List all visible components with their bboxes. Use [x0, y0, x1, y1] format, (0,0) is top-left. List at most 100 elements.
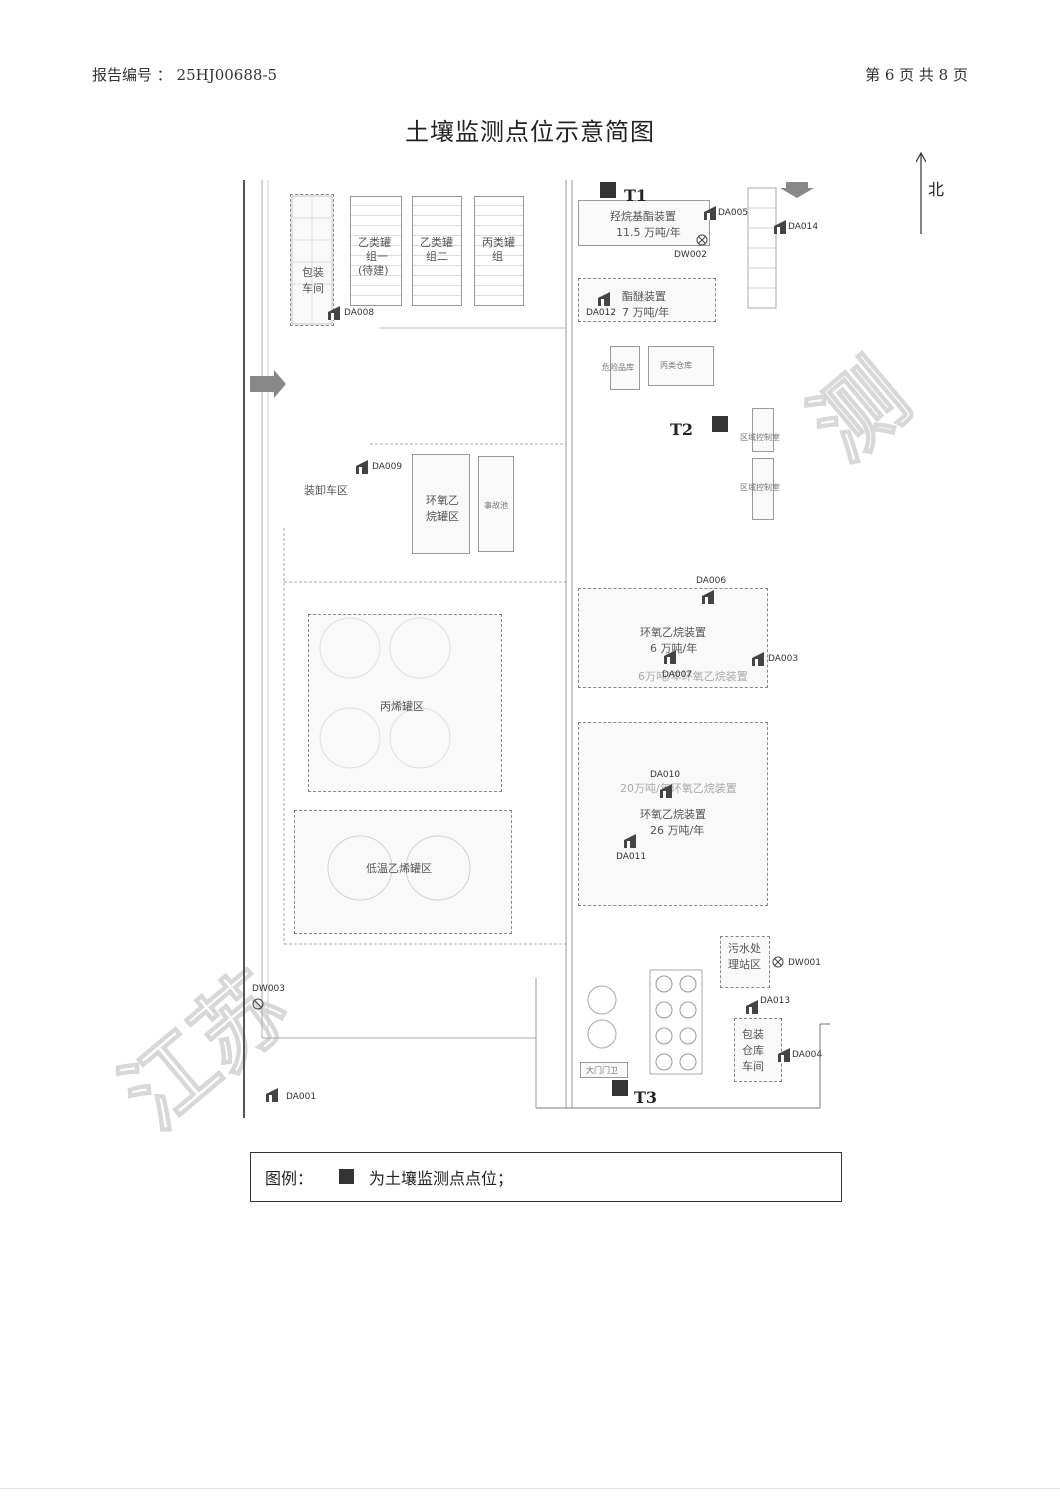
- area-eo-tank-2: 烷罐区: [426, 510, 459, 523]
- page-number: 第 6 页 共 8 页: [865, 66, 968, 84]
- area-control-room-2: 区域控制室: [740, 483, 780, 492]
- stack-icon: [778, 1048, 790, 1062]
- gate-zone: [580, 1062, 628, 1078]
- point-dw001: DW001: [788, 958, 822, 968]
- area-packing-1: 包装: [742, 1028, 764, 1041]
- area-accident: 事故池: [484, 501, 508, 510]
- eo-tank-zone: [412, 454, 470, 554]
- area-chem-warehouse: 危险品库: [602, 363, 634, 372]
- area-chejian: 车间: [302, 282, 324, 295]
- point-da014: DA014: [788, 222, 819, 232]
- north-label: 北: [928, 180, 945, 199]
- area-eo-unit2-a: 20万吨/年环氧乙烷装置: [620, 782, 737, 795]
- area-tank1-a: 乙类罐: [358, 236, 391, 249]
- site-map: 包装 车间 乙类罐 组一 (待建) 乙类罐 组二 丙类罐 组 羟烷基酯装置 11…: [240, 178, 830, 1118]
- area-eo-tank-1: 环氧乙: [426, 494, 459, 507]
- legend-marker-icon: [339, 1169, 354, 1184]
- point-da006: DA006: [696, 576, 727, 586]
- area-packing-2: 仓库: [742, 1044, 764, 1057]
- valve-icon: [772, 956, 784, 968]
- point-da009: DA009: [372, 462, 403, 472]
- stack-icon: [624, 834, 636, 848]
- point-da005: DA005: [718, 208, 749, 218]
- point-da011: DA011: [616, 852, 647, 862]
- point-da008: DA008: [344, 308, 375, 318]
- area-warehouse: 丙类仓库: [660, 361, 692, 370]
- eo-unit-2-zone: [578, 722, 768, 906]
- stack-icon: [704, 206, 716, 220]
- propylene-tank-zone: [308, 614, 502, 792]
- legend-label: 图例：: [265, 1169, 314, 1188]
- point-da013: DA013: [760, 996, 791, 1006]
- stack-icon: [660, 784, 672, 798]
- bottom-divider: [0, 1488, 1060, 1489]
- stack-icon: [774, 220, 786, 234]
- control-room-1-zone: [752, 408, 774, 452]
- control-room-2-zone: [752, 458, 774, 520]
- area-eo-unit1-c: 6万吨/年环氧乙烷装置: [638, 670, 748, 683]
- stack-icon: [266, 1088, 278, 1102]
- stack-icon: [702, 590, 714, 604]
- page-title: 土壤监测点位示意简图: [405, 118, 655, 146]
- area-tank1-b: 组一: [366, 250, 388, 263]
- area-gate: 大门门卫: [586, 1066, 618, 1075]
- point-da003: DA003: [768, 654, 799, 664]
- tank-group-1: [350, 196, 402, 306]
- area-tank2-a: 乙类罐: [420, 236, 453, 249]
- legend-text: 为土壤监测点点位；: [369, 1169, 514, 1188]
- area-tank2-b: 组二: [426, 250, 448, 263]
- packing-workshop-zone: [734, 1018, 782, 1082]
- valve-icon: [252, 998, 264, 1010]
- north-arrow-icon: [916, 152, 926, 234]
- stack-icon: [664, 650, 676, 664]
- area-eo-unit1-a: 环氧乙烷装置: [640, 626, 706, 639]
- north-indicator: 北: [906, 152, 946, 236]
- area-ethylene-base-2: 11.5 万吨/年: [616, 226, 681, 239]
- area-packing-3: 车间: [742, 1060, 764, 1073]
- legend-box: 图例： 为土壤监测点点位；: [250, 1152, 842, 1202]
- stack-icon: [598, 292, 610, 306]
- point-da007: DA007: [662, 670, 693, 680]
- area-baozhuang: 包装: [302, 266, 324, 279]
- report-number: 报告编号 ： 25HJ00688-5: [92, 66, 278, 84]
- tank-group-3: [474, 196, 524, 306]
- area-low-temp-ethylene: 低温乙烯罐区: [366, 862, 432, 875]
- area-tank1-c: (待建): [358, 264, 389, 277]
- eo-unit-1-zone: [578, 588, 768, 688]
- area-eo-unit1-b: 6 万吨/年: [650, 642, 698, 655]
- point-da010: DA010: [650, 770, 681, 780]
- area-sewage-2: 理站区: [728, 958, 761, 971]
- sewage-zone: [720, 936, 770, 988]
- low-temp-ethylene-zone: [294, 810, 512, 934]
- soil-point-t3-marker: [612, 1080, 628, 1096]
- area-loading: 装卸车区: [304, 484, 348, 497]
- stack-icon: [752, 652, 764, 666]
- area-propylene: 丙烯罐区: [380, 700, 424, 713]
- area-tank3-a: 丙类罐: [482, 236, 515, 249]
- point-da012: DA012: [586, 308, 617, 318]
- warehouse-zone: [648, 346, 714, 386]
- point-da001: DA001: [286, 1092, 317, 1102]
- area-eo-unit2-b: 环氧乙烷装置: [640, 808, 706, 821]
- area-eo-unit2-c: 26 万吨/年: [650, 824, 705, 837]
- area-sewage-1: 污水处: [728, 942, 761, 955]
- point-dw003: DW003: [252, 984, 286, 994]
- area-control-room-1: 区域控制室: [740, 433, 780, 442]
- area-unit2-b: 7 万吨/年: [622, 306, 670, 319]
- area-ethylene-base-1: 羟烷基酯装置: [610, 210, 676, 223]
- map-lines: [243, 180, 830, 1118]
- soil-point-t1-label: T1: [624, 186, 648, 205]
- valve-icon: [696, 234, 708, 246]
- tank-group-2: [412, 196, 462, 306]
- soil-point-t2-marker: [712, 416, 728, 432]
- accident-pool-zone: [478, 456, 514, 552]
- area-unit2-a: 酯醚装置: [622, 290, 666, 303]
- point-da004: DA004: [792, 1050, 823, 1060]
- soil-point-t3-label: T3: [634, 1088, 658, 1107]
- chem-warehouse-zone: [610, 346, 640, 390]
- packaging-workshop-zone: [290, 194, 334, 326]
- ethylene-base-unit-zone: [578, 200, 710, 246]
- point-dw002: DW002: [674, 250, 708, 260]
- stack-icon: [746, 1000, 758, 1014]
- soil-point-t2-label: T2: [670, 420, 694, 439]
